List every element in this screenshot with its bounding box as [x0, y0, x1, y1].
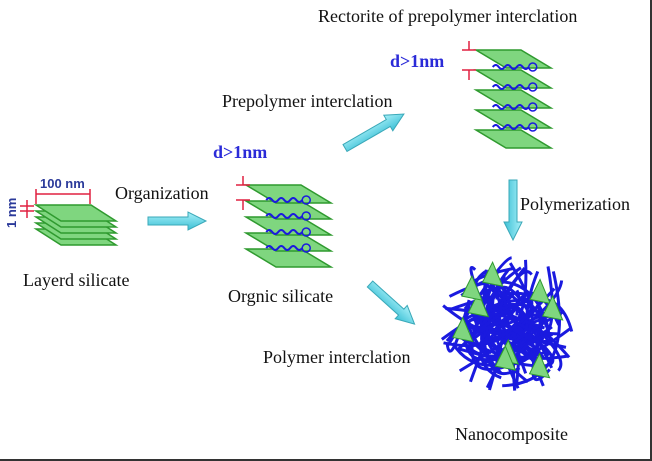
polymer-strand — [502, 285, 559, 336]
prepolymer-label: Prepolymer interclation — [222, 91, 392, 111]
arrow-polymer-interclation — [366, 280, 416, 325]
silicate-plate — [33, 204, 119, 222]
width-label: 100 nm — [40, 176, 85, 191]
polymer-strand — [494, 318, 546, 349]
polymer-chain — [491, 64, 530, 70]
layered-silicate-label: Layerd silicate — [23, 270, 129, 290]
silicate-platelet — [541, 294, 564, 321]
arrow-polymerization — [503, 179, 523, 242]
rectorite-stack — [473, 49, 554, 149]
d-spacing-label-top: d>1nm — [390, 51, 444, 71]
organization-label: Organization — [115, 183, 209, 203]
cation-icon — [301, 243, 311, 253]
arrow-prepolymer — [342, 113, 405, 153]
cation-icon — [301, 227, 311, 237]
polymer-chain — [265, 213, 304, 219]
nanocomposite-ball — [438, 253, 582, 397]
silicate-platelet — [529, 278, 551, 305]
silicate-platelet — [467, 291, 490, 318]
silicate-plate — [473, 49, 554, 69]
d-spacing-label-mid: d>1nm — [213, 142, 267, 162]
thickness-dimension-marker — [20, 200, 34, 218]
polymer-interclation-label: Polymer interclation — [263, 347, 410, 367]
polymer-chain — [265, 229, 304, 235]
silicate-plate — [473, 89, 554, 109]
spacing-marker-rectorite — [462, 41, 476, 80]
polymer-chain — [265, 197, 304, 203]
cation-icon — [301, 211, 311, 221]
silicate-plate — [473, 69, 554, 89]
layered-silicate-stack — [33, 204, 119, 246]
polymer-chain — [491, 104, 530, 110]
silicate-plate — [473, 129, 554, 149]
polymer-chain — [491, 84, 530, 90]
cation-icon — [528, 62, 538, 72]
polymer-chain — [491, 124, 530, 130]
nanocomposite-label: Nanocomposite — [455, 424, 568, 444]
polymer-strand — [475, 289, 521, 335]
cation-icon — [301, 195, 311, 205]
silicate-platelet — [452, 316, 474, 343]
silicate-plate — [473, 109, 554, 129]
organic-silicate-label: Orgnic silicate — [228, 286, 333, 306]
organic-silicate-stack — [243, 184, 334, 268]
silicate-platelet — [481, 260, 504, 287]
polymer-strand — [474, 270, 546, 330]
polymerization-label: Polymerization — [520, 194, 630, 214]
arrow-organization — [147, 211, 208, 231]
spacing-marker-organic — [236, 176, 250, 210]
silicate-platelet — [461, 274, 483, 301]
polymer-chain — [265, 245, 304, 251]
width-dimension-marker — [35, 189, 91, 204]
silicate-platelet — [494, 344, 517, 371]
silicate-platelet — [528, 352, 551, 379]
cation-icon — [528, 122, 538, 132]
cation-icon — [528, 82, 538, 92]
thickness-label: 1 nm — [4, 198, 19, 228]
cation-icon — [528, 102, 538, 112]
rectorite-label: Rectorite of prepolymer interclation — [318, 6, 577, 26]
